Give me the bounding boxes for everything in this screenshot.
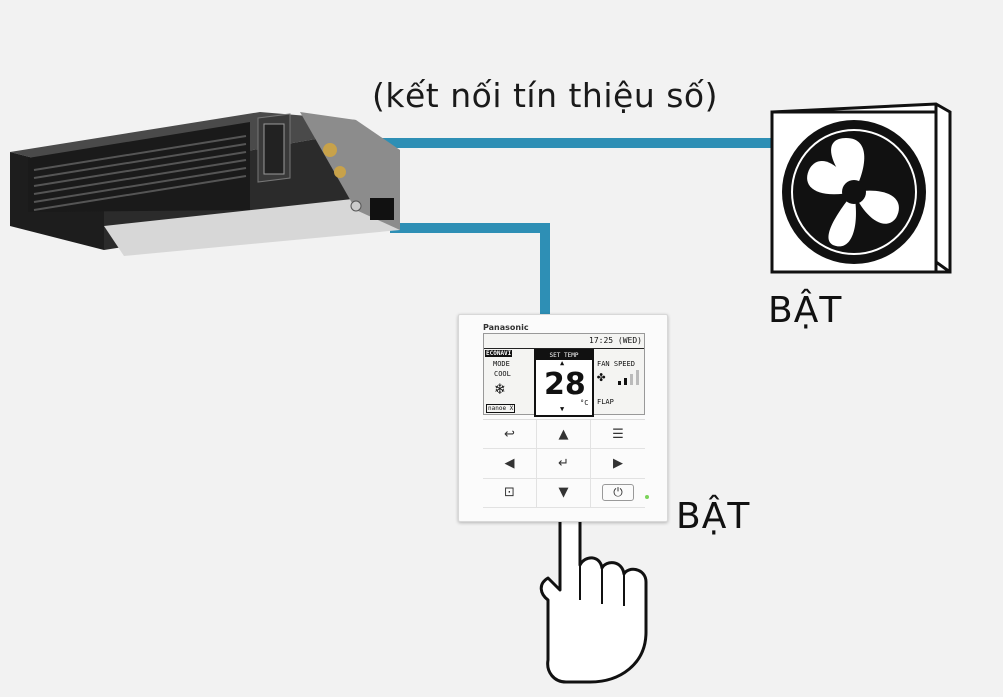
temperature-unit: °C — [580, 399, 589, 407]
enter-button[interactable]: ↵ — [537, 449, 591, 479]
lcd-screen: 17:25 (WED) ECONAVI MODE COOL ❄ nanoe X … — [483, 333, 645, 417]
temp-down-icon: ▼ — [560, 405, 565, 413]
remote-controller: Panasonic 17:25 (WED) ECONAVI MODE COOL … — [458, 314, 668, 522]
power-button[interactable]: ⏻ — [591, 479, 645, 508]
brand-logo: Panasonic — [483, 323, 529, 332]
left-button[interactable]: ◀ — [483, 449, 537, 479]
right-button[interactable]: ▶ — [591, 449, 645, 479]
temperature-value: 28 — [544, 367, 586, 402]
fan-blade-icon — [831, 138, 865, 192]
connection-caption: (kết nối tín thiệu số) — [372, 76, 718, 115]
lcd-divider — [484, 348, 644, 349]
keypad: ↩ ▲ ☰ ◀ ↵ ▶ ⊡ ▼ ⏻ — [483, 419, 645, 508]
flap-label: FLAP — [597, 398, 614, 406]
snowflake-icon: ❄ — [495, 379, 505, 398]
fan-unit — [770, 102, 952, 274]
up-button[interactable]: ▲ — [537, 420, 591, 450]
hand-icon — [539, 487, 648, 684]
clock-readout: 17:25 (WED) — [589, 336, 642, 345]
power-led — [645, 495, 649, 499]
fan-icon: ✤ — [597, 369, 606, 385]
fan-speed-bars — [618, 370, 639, 385]
indoor-unit — [10, 112, 400, 256]
back-button[interactable]: ↩ — [483, 420, 537, 450]
timer-button[interactable]: ⊡ — [483, 478, 537, 508]
remote-on-label: BẬT — [676, 496, 751, 537]
menu-button[interactable]: ☰ — [591, 420, 645, 450]
power-icon: ⏻ — [602, 484, 634, 502]
mode-label: MODE — [493, 360, 510, 368]
fan-on-label: BẬT — [768, 290, 843, 331]
set-temp-box: SET TEMP ▲ 28 °C ▼ — [534, 349, 594, 417]
mode-value: COOL — [494, 370, 511, 378]
set-temp-label: SET TEMP — [536, 351, 592, 360]
signal-cable-remote — [390, 223, 550, 318]
down-button[interactable]: ▼ — [537, 478, 591, 508]
nanoe-badge: nanoe X — [486, 404, 516, 413]
fan-speed-label: FAN SPEED — [597, 360, 635, 368]
econavi-badge: ECONAVI — [485, 350, 513, 357]
temp-up-icon: ▲ — [560, 359, 565, 367]
